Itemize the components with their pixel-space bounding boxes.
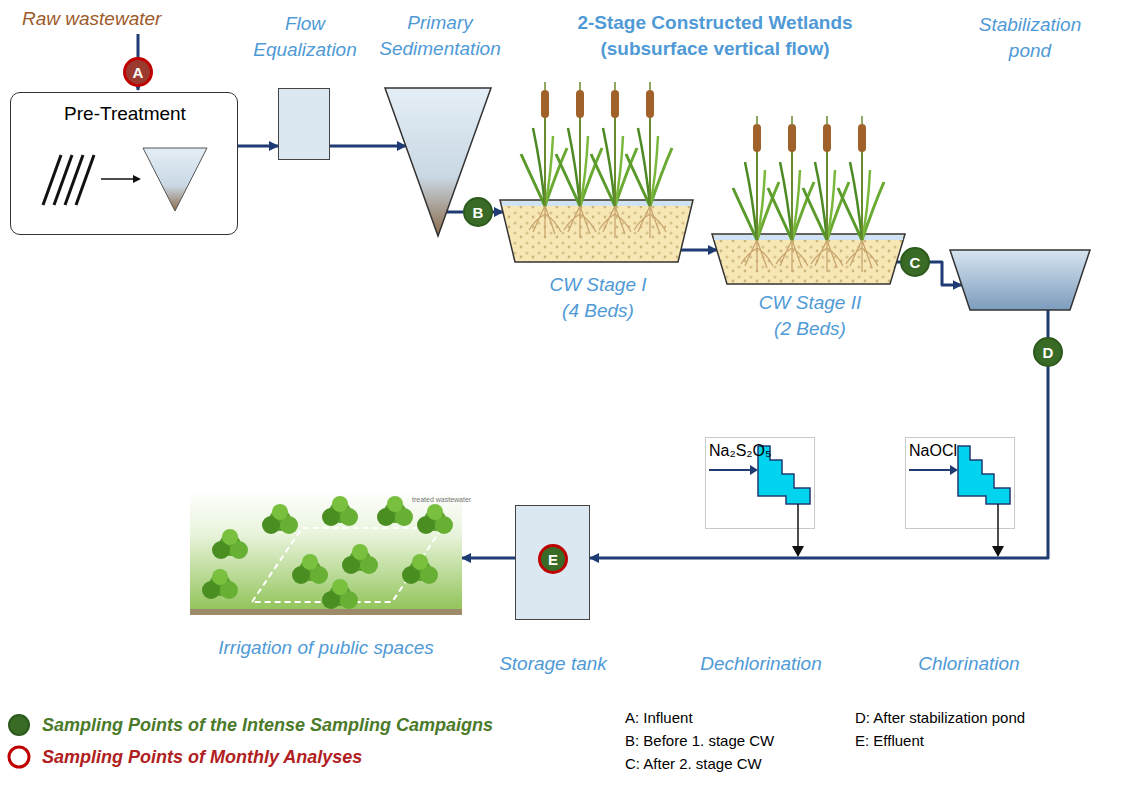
storage-tank: Storage tankE bbox=[515, 505, 590, 620]
art-polygon bbox=[500, 200, 693, 262]
stage-label: Dechlorination bbox=[686, 651, 836, 677]
legend-sample bbox=[6, 712, 32, 738]
key-entry: B: Before 1. stage CW bbox=[625, 731, 774, 751]
key-entry: E: Effluent bbox=[855, 731, 924, 751]
node-label: CW Stage I (4 Beds) bbox=[546, 272, 650, 323]
art-line bbox=[76, 155, 94, 205]
art-line bbox=[997, 504, 999, 548]
input-label: Raw wastewater bbox=[22, 6, 161, 32]
node-label: Irrigation of public spaces bbox=[196, 635, 456, 661]
node-label: Pre-Treatment bbox=[11, 101, 239, 127]
art-use bbox=[292, 554, 328, 584]
art-use bbox=[212, 529, 248, 559]
art-path bbox=[992, 546, 1004, 557]
chlorination-unit: NaOClChlorination bbox=[905, 437, 1015, 529]
flow-connector bbox=[238, 145, 278, 148]
art-path bbox=[750, 465, 758, 475]
art-use bbox=[322, 496, 358, 526]
irrigation-area: Irrigation of public spaces bbox=[190, 490, 462, 615]
illustration-note: treated wastewater bbox=[412, 495, 471, 504]
flow-connector bbox=[462, 557, 515, 560]
sampling-point: B bbox=[463, 197, 493, 227]
legend-sample bbox=[6, 744, 32, 770]
wetland-stage: CW Stage II (2 Beds) bbox=[712, 234, 905, 284]
art-use bbox=[838, 116, 884, 272]
node-label: Na₂S₂O₅ bbox=[709, 440, 771, 462]
sampling-point: D bbox=[1033, 337, 1063, 367]
art-rect bbox=[502, 201, 691, 206]
irrigation-illustration bbox=[190, 490, 462, 615]
art-line bbox=[797, 504, 799, 548]
legend-dot bbox=[9, 715, 29, 735]
art-path bbox=[950, 465, 958, 475]
art-line bbox=[101, 178, 133, 180]
art-polygon bbox=[143, 148, 207, 211]
art-use bbox=[402, 554, 438, 584]
flow-connector bbox=[330, 145, 406, 148]
art-g bbox=[43, 155, 94, 205]
art-use bbox=[202, 569, 238, 599]
sampling-point: A bbox=[123, 57, 153, 87]
legend-text: Sampling Points of the Intense Sampling … bbox=[42, 715, 493, 736]
flow-connector bbox=[681, 249, 717, 252]
node-label: Stabilization pond bbox=[965, 12, 1095, 63]
point-letter: B bbox=[473, 204, 484, 221]
point-letter: C bbox=[910, 254, 921, 271]
flow-connector bbox=[590, 310, 1048, 558]
art-line bbox=[54, 155, 72, 205]
wetland-stage: CW Stage I (4 Beds) bbox=[500, 200, 693, 262]
equalization-tank: Flow Equalization bbox=[278, 88, 330, 160]
node-label: CW Stage II (2 Beds) bbox=[754, 290, 866, 341]
point-letter: A bbox=[133, 64, 144, 81]
sampling-point: E bbox=[538, 544, 568, 574]
art-rect bbox=[190, 609, 462, 615]
art-line bbox=[909, 469, 950, 471]
art-polygon bbox=[958, 446, 1010, 504]
dechlorination-unit: Na₂S₂O₅Dechlorination bbox=[705, 437, 815, 529]
node-label: Primary Sedimentation bbox=[370, 10, 510, 61]
point-letter: D bbox=[1043, 344, 1054, 361]
art-line bbox=[709, 469, 750, 471]
node-label: NaOCl bbox=[909, 440, 957, 462]
node-label: Flow Equalization bbox=[239, 11, 371, 62]
pretreatment-box: Pre-Treatment bbox=[10, 92, 238, 235]
art-polygon bbox=[385, 88, 491, 236]
legend-dot bbox=[9, 747, 29, 767]
stage-label: Chlorination bbox=[899, 651, 1039, 677]
art-rect bbox=[190, 490, 462, 615]
art-use bbox=[626, 82, 672, 238]
pond-basin bbox=[950, 250, 1090, 310]
art-line bbox=[43, 155, 61, 205]
art-polygon bbox=[950, 250, 1090, 310]
art-path bbox=[792, 546, 804, 557]
key-entry: C: After 2. stage CW bbox=[625, 754, 762, 774]
wetland-bed bbox=[712, 234, 905, 284]
art-line bbox=[65, 155, 83, 205]
node-label: Storage tank bbox=[493, 651, 613, 677]
art-use bbox=[342, 544, 378, 574]
key-entry: D: After stabilization pond bbox=[855, 708, 1025, 728]
art-rect bbox=[714, 235, 903, 240]
art-use bbox=[322, 579, 358, 609]
art-use bbox=[417, 504, 453, 534]
art-use bbox=[262, 504, 298, 534]
art-path bbox=[133, 175, 141, 183]
point-letter: E bbox=[548, 551, 558, 568]
art-polygon bbox=[712, 234, 905, 284]
legend-row: Sampling Points of Monthly Analyses bbox=[6, 744, 362, 770]
sampling-point: C bbox=[900, 247, 930, 277]
key-entry: A: Influent bbox=[625, 708, 693, 728]
stabilization-pond: Stabilization pond bbox=[950, 250, 1090, 310]
wetland-bed bbox=[500, 200, 693, 262]
legend-row: Sampling Points of the Intense Sampling … bbox=[6, 712, 493, 738]
legend-text: Sampling Points of Monthly Analyses bbox=[42, 747, 362, 768]
group-heading: 2-Stage Constructed Wetlands (subsurface… bbox=[555, 10, 875, 61]
art-use bbox=[377, 496, 413, 526]
